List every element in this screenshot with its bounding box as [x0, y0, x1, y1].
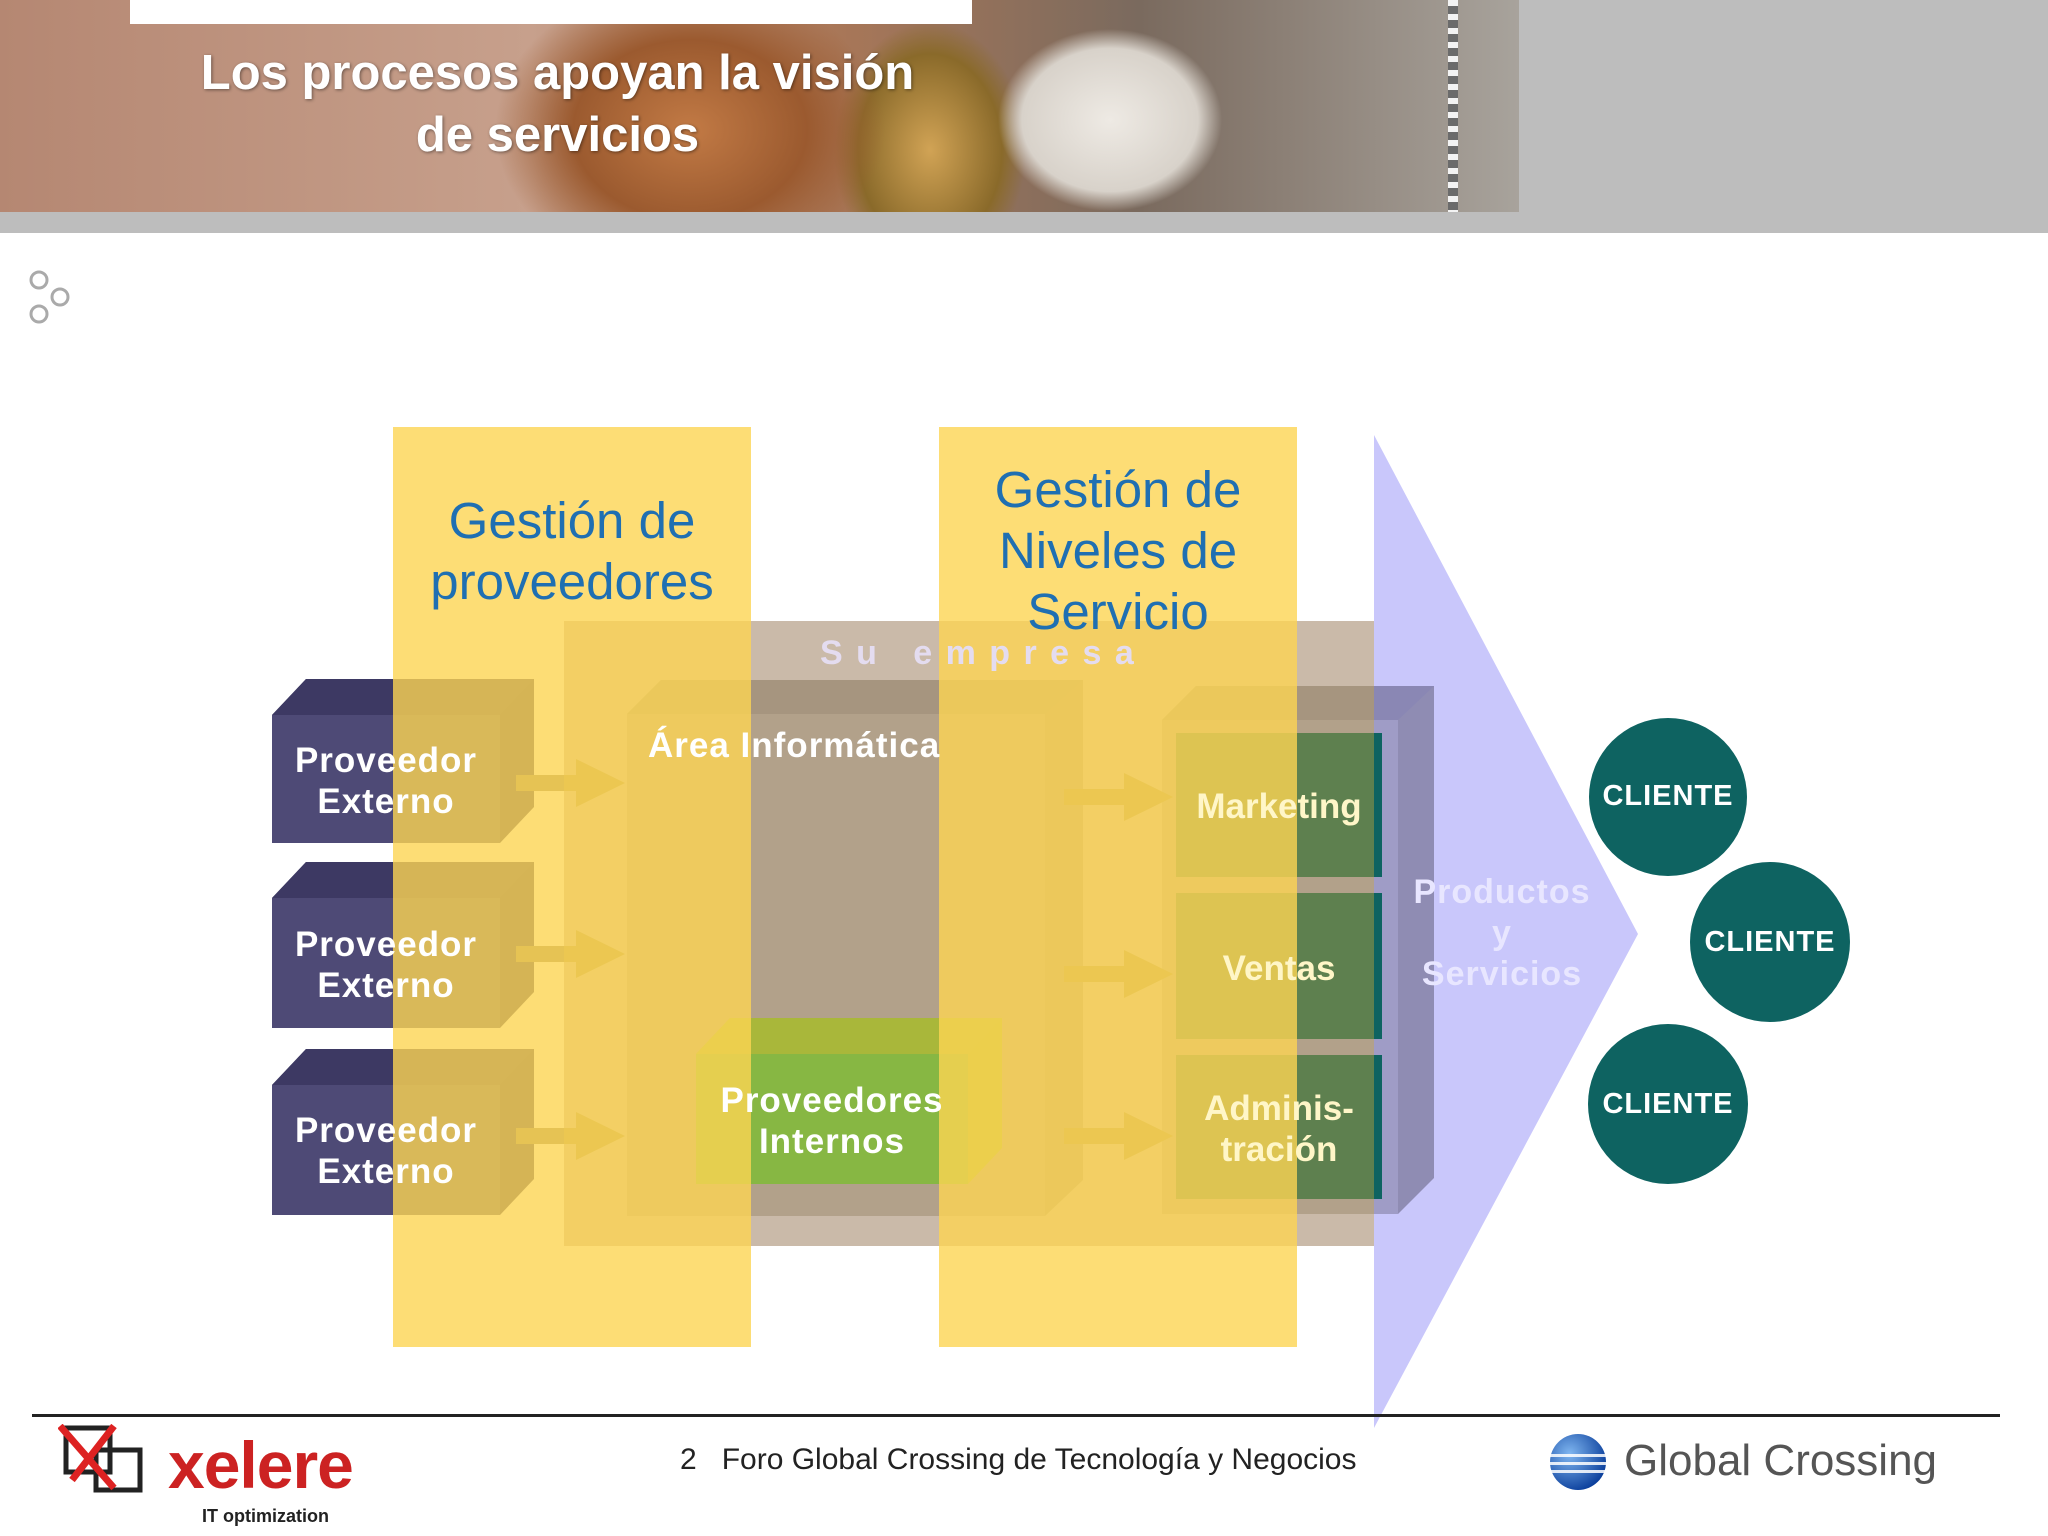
cliente-circle-3	[1588, 1024, 1748, 1184]
gestion-proveedores-column	[393, 427, 751, 1347]
area-informatica-label: Área Informática	[648, 726, 941, 765]
proveedor-line1: Proveedor	[294, 1111, 478, 1150]
gestion-proveedores-line1: Gestión de	[448, 492, 696, 549]
administracion-line2: tración	[1220, 1130, 1338, 1169]
marketing-label: Marketing	[1196, 787, 1362, 826]
global-crossing-logo: Global Crossing	[1548, 1426, 1937, 1506]
proveedor-externo-label-1: Proveedor Externo	[272, 740, 500, 822]
proveedor-line2: Externo	[317, 782, 455, 821]
footer-divider	[32, 1414, 2000, 1417]
gestion-niveles-column	[939, 427, 1297, 1347]
slide-title-line1: Los procesos apoyan la visión	[200, 46, 915, 100]
slide-title-line2: de servicios	[415, 108, 700, 162]
gestion-niveles-label: Gestión de Niveles de Servicio	[939, 459, 1297, 642]
proveedor-line2: Externo	[317, 966, 455, 1005]
xelere-tagline: IT optimization	[202, 1506, 329, 1526]
productos-servicios-label: Productos y Servicios	[1392, 872, 1612, 995]
cliente-label-3: CLIENTE	[1602, 1088, 1734, 1120]
globe-icon	[1550, 1434, 1606, 1490]
su-empresa-label: S u e m p r e s a	[820, 634, 1136, 672]
page-number: 2	[680, 1443, 697, 1476]
header-photo	[0, 0, 1519, 212]
proveedor-externo-label-2: Proveedor Externo	[272, 924, 500, 1006]
cliente-circle-2	[1690, 862, 1850, 1022]
proveedores-internos-label: Proveedores Internos	[696, 1080, 968, 1162]
proveedores-internos-line2: Internos	[758, 1122, 906, 1161]
xelere-mark-icon	[58, 1424, 143, 1493]
proveedor-externo-label-3: Proveedor Externo	[272, 1110, 500, 1192]
footer-caption: 2 Foro Global Crossing de Tecnología y N…	[680, 1443, 1357, 1477]
cliente-label-2: CLIENTE	[1704, 926, 1836, 958]
xelere-logo: xelere IT optimization	[56, 1424, 376, 1534]
gestion-niveles-line2: Niveles de	[998, 522, 1238, 579]
gestion-proveedores-line2: proveedores	[430, 553, 714, 610]
slide-title: Los procesos apoyan la visión de servici…	[150, 42, 965, 166]
proveedor-line1: Proveedor	[294, 925, 478, 964]
cliente-label-1: CLIENTE	[1602, 780, 1734, 812]
global-crossing-wordmark: Global Crossing	[1624, 1436, 1938, 1485]
proveedor-line2: Externo	[317, 1152, 455, 1191]
y-line: y	[1492, 914, 1512, 952]
servicios-line: Servicios	[1421, 955, 1583, 993]
administracion-line1: Adminis-	[1204, 1089, 1354, 1128]
cliente-circle-1	[1589, 718, 1747, 876]
header-title-bar	[130, 0, 972, 24]
proveedor-line1: Proveedor	[294, 741, 478, 780]
gestion-niveles-line1: Gestión de	[994, 461, 1242, 518]
circles-bullet-icon	[29, 270, 70, 324]
xelere-wordmark: xelere	[168, 1428, 354, 1502]
footer-title: Foro Global Crossing de Tecnología y Neg…	[721, 1443, 1357, 1476]
administracion-label: Adminis- tración	[1176, 1088, 1382, 1170]
productos-line: Productos	[1413, 873, 1591, 911]
proveedores-internos-line1: Proveedores	[720, 1081, 944, 1120]
gestion-proveedores-label: Gestión de proveedores	[393, 490, 751, 612]
gestion-niveles-line3: Servicio	[1027, 583, 1209, 640]
ventas-label: Ventas	[1222, 949, 1336, 988]
watch-chain	[1448, 0, 1458, 212]
